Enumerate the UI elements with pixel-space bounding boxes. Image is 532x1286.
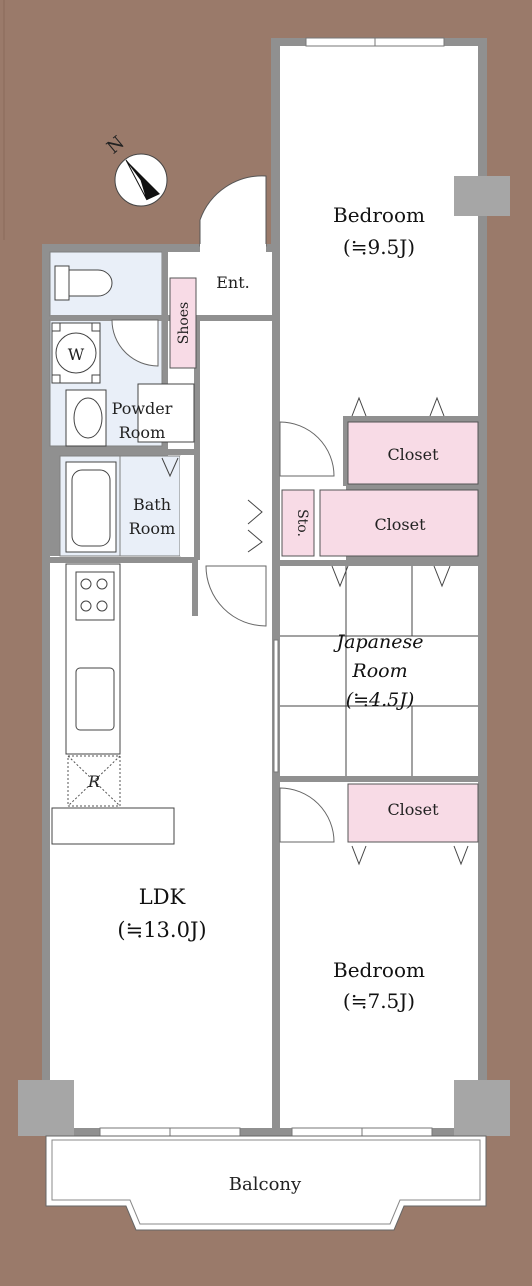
pillar-right-top bbox=[454, 176, 510, 216]
bedroom-top-door bbox=[279, 421, 335, 477]
pillar-right-bottom bbox=[454, 1080, 510, 1136]
shoes-label: Shoes bbox=[176, 302, 192, 345]
ldk-door bbox=[205, 565, 267, 627]
japanese-room-line1: Japanese bbox=[333, 631, 424, 653]
window-top bbox=[305, 37, 445, 47]
bedroom-bottom-door bbox=[279, 787, 335, 843]
compass-icon bbox=[114, 153, 168, 207]
bathtub bbox=[65, 461, 117, 553]
bedroom-top-size: (≒9.5J) bbox=[343, 235, 415, 259]
washer-label: W bbox=[68, 345, 85, 364]
fridge-label: R bbox=[87, 772, 100, 791]
storage-door bbox=[247, 499, 263, 553]
washer bbox=[51, 322, 101, 384]
japanese-room-line2: Room bbox=[351, 660, 407, 682]
balcony-rail bbox=[51, 1139, 481, 1225]
ldk-name: LDK bbox=[139, 885, 186, 909]
shoes-cabinet bbox=[169, 277, 197, 369]
interior-walls bbox=[50, 40, 478, 1132]
closet-1-label: Closet bbox=[387, 445, 439, 464]
balcony-label: Balcony bbox=[229, 1174, 302, 1195]
powder-room-line1: Powder bbox=[112, 399, 173, 418]
bedroom-bottom-name: Bedroom bbox=[333, 958, 425, 982]
vanity-sink bbox=[65, 383, 195, 447]
ldk-size: (≒13.0J) bbox=[117, 918, 206, 942]
kitchen-counter bbox=[51, 563, 175, 845]
storage-box bbox=[281, 489, 315, 557]
entrance-label: Ent. bbox=[216, 273, 250, 292]
entry-opening bbox=[200, 244, 266, 254]
tatami-grid bbox=[280, 566, 478, 776]
bath-room-line2: Room bbox=[129, 519, 175, 538]
toilet bbox=[54, 265, 113, 301]
bath-room-line1: Bath bbox=[133, 495, 171, 514]
closet-2-label: Closet bbox=[374, 515, 426, 534]
closet-door-marks bbox=[161, 396, 469, 866]
closet-3-label: Closet bbox=[387, 800, 439, 819]
japanese-room-sliding-door bbox=[273, 639, 279, 773]
fridge bbox=[67, 755, 121, 807]
washroom-door bbox=[111, 319, 159, 367]
bedroom-top-name: Bedroom bbox=[333, 203, 425, 227]
closets bbox=[319, 421, 479, 843]
storage-label: Sto. bbox=[294, 509, 310, 537]
pillar-left-bottom bbox=[18, 1080, 74, 1136]
entry-door bbox=[199, 175, 267, 247]
japanese-room-size: (≒4.5J) bbox=[346, 689, 415, 711]
powder-room-line2: Room bbox=[119, 423, 165, 442]
bedroom-bottom-size: (≒7.5J) bbox=[343, 989, 415, 1013]
balcony-area bbox=[45, 1135, 487, 1231]
